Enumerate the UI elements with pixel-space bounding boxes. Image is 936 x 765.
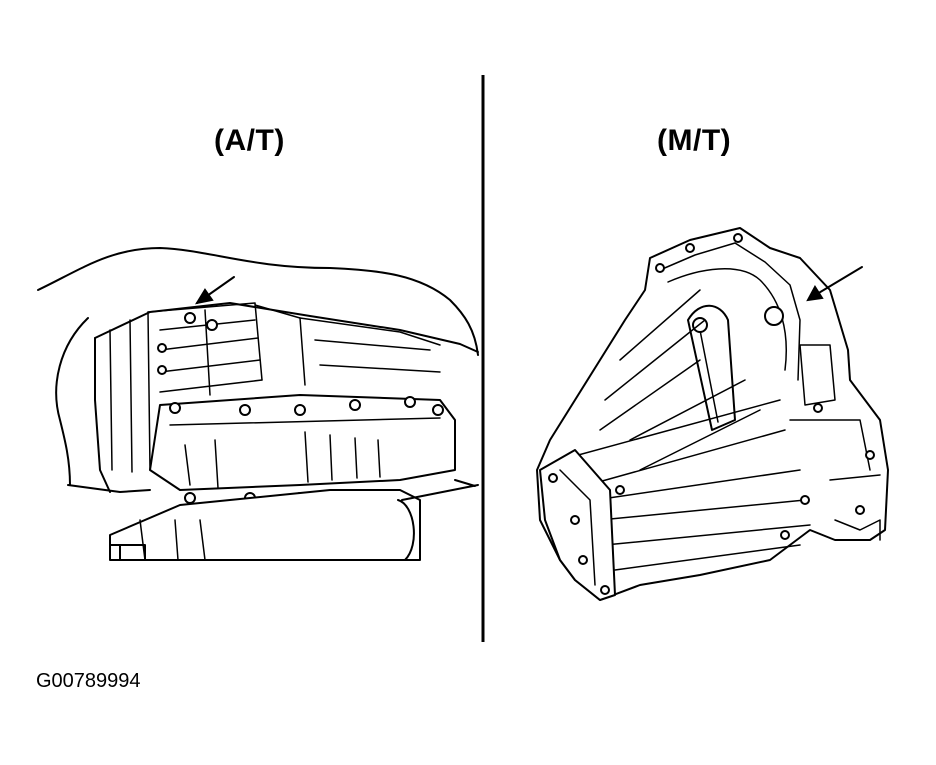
- figure-code: G00789994: [36, 670, 141, 692]
- automatic-transaxle-label: (A/T): [214, 124, 285, 157]
- manual-transaxle-label: (M/T): [657, 124, 732, 157]
- arrow-head-left: [194, 288, 214, 305]
- arrow-head-right: [806, 285, 824, 302]
- manual-transaxle-illustration: [536, 227, 889, 601]
- automatic-transaxle-illustration: [37, 247, 479, 561]
